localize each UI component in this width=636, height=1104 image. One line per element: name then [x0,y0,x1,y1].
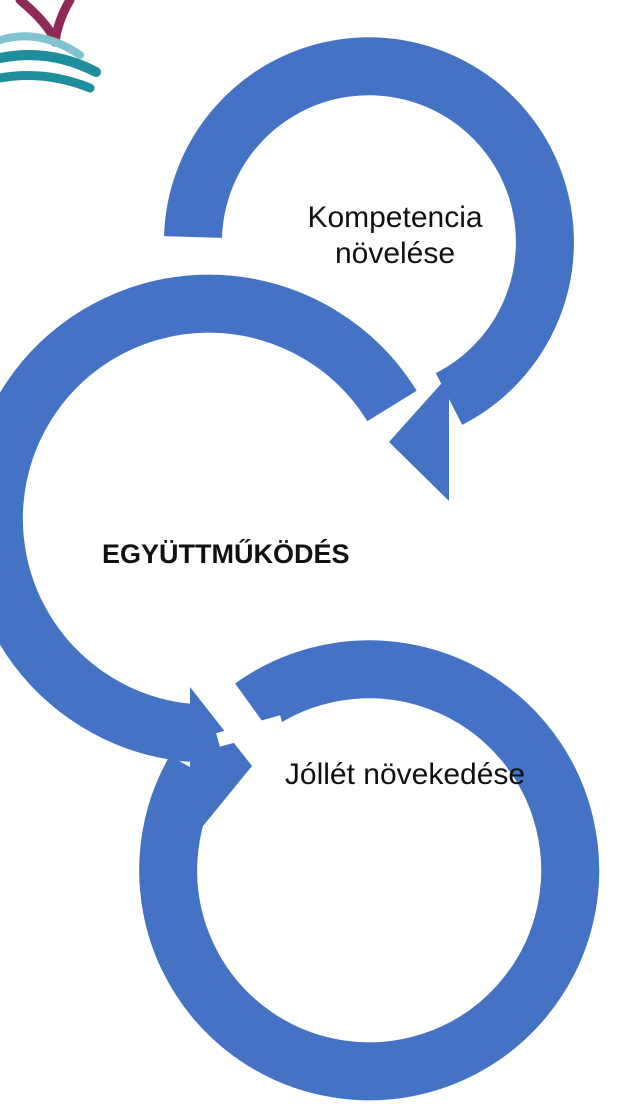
step-label-wellbeing: Jóllét növekedése [284,758,526,791]
logo-icon [0,0,101,93]
step-label-cooperation: EGYÜTTMŰKÖDÉS [102,539,350,569]
bottom-circular-ring [139,640,600,1101]
top-circular-arrow [164,37,574,501]
step-label-competence: Kompetencia növelése [307,201,483,270]
